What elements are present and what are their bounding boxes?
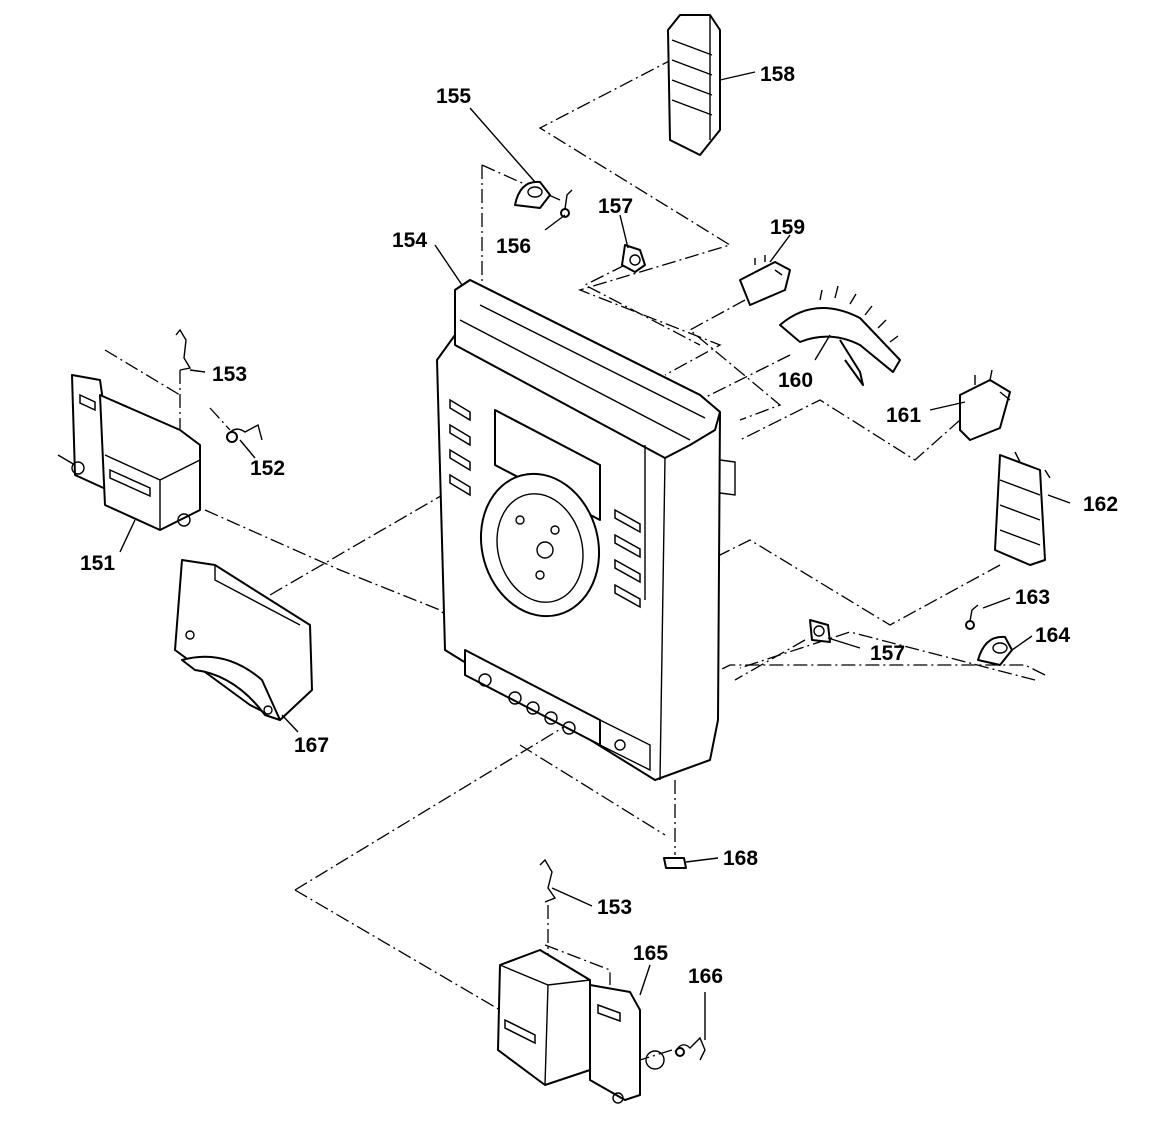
label-159: 159	[770, 216, 805, 239]
label-155: 155	[436, 85, 471, 108]
spring-153-bottom	[539, 858, 557, 903]
label-165: 165	[633, 942, 668, 965]
label-153-top: 153	[212, 363, 247, 386]
cover-167	[174, 559, 313, 721]
bracket-151	[57, 374, 201, 531]
label-152: 152	[250, 457, 285, 480]
label-161: 161	[886, 404, 921, 427]
switch-161	[959, 369, 1011, 441]
switch-159	[739, 255, 791, 306]
label-158: 158	[760, 63, 795, 86]
front-panel-housing-154	[436, 279, 736, 781]
label-156: 156	[496, 235, 531, 258]
spring-152	[226, 423, 263, 443]
spring-166	[674, 1036, 706, 1061]
label-167: 167	[294, 734, 329, 757]
spring-153-top	[175, 328, 192, 371]
label-160: 160	[778, 369, 813, 392]
knob-155	[514, 180, 551, 209]
label-162: 162	[1083, 493, 1118, 516]
leader-lines	[119, 71, 1071, 1040]
bracket-165	[497, 949, 665, 1104]
bracket-158	[667, 14, 721, 156]
foot-168	[663, 857, 687, 869]
label-153-bottom: 153	[597, 896, 632, 919]
button-157-right	[809, 619, 831, 643]
screw-163	[965, 604, 979, 630]
knob-164	[977, 635, 1013, 666]
label-168: 168	[723, 847, 758, 870]
spring-156	[560, 189, 573, 218]
label-157-top: 157	[598, 195, 633, 218]
label-154: 154	[392, 229, 427, 252]
bracket-162	[994, 451, 1051, 566]
label-157-right: 157	[870, 642, 905, 665]
label-164: 164	[1035, 624, 1070, 647]
curved-guide-160	[779, 285, 901, 386]
label-163: 163	[1015, 586, 1050, 609]
part-labels: 151 152 153 154 155 156 157 157 158 159 …	[80, 63, 1118, 988]
button-157-top	[621, 244, 646, 273]
label-151: 151	[80, 552, 115, 575]
label-166: 166	[688, 965, 723, 988]
